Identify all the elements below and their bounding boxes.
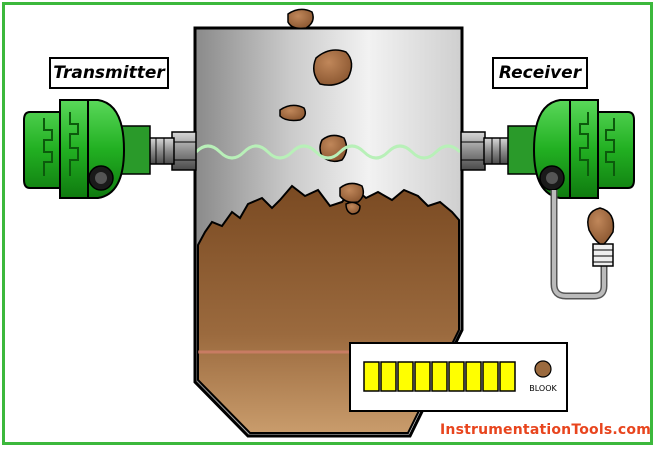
receiver [460,99,635,199]
green-sensor-icon [23,99,126,199]
display-segment [499,361,516,392]
microwave-signal [194,144,462,160]
receiver-label: Receiver [492,57,588,89]
display-panel: BLOOK [349,342,568,412]
display-segment [482,361,499,392]
display-segment [380,361,397,392]
falling-material [279,8,365,215]
brand-watermark: InstrumentationTools.com [440,422,652,438]
green-sensor-icon [532,99,635,199]
display-segment [431,361,448,392]
indicator-lamp [534,360,552,378]
diagram-border [2,2,653,445]
indicator-label: BLOOK [529,384,557,393]
cable [550,190,608,300]
display-segment [397,361,414,392]
segment-bar [363,361,516,392]
display-segment [465,361,482,392]
transmitter-label: Transmitter [49,57,169,89]
display-segment [363,361,380,392]
transmitter [23,99,197,199]
light-bulb-icon [587,207,615,267]
display-segment [448,361,465,392]
display-segment [414,361,431,392]
